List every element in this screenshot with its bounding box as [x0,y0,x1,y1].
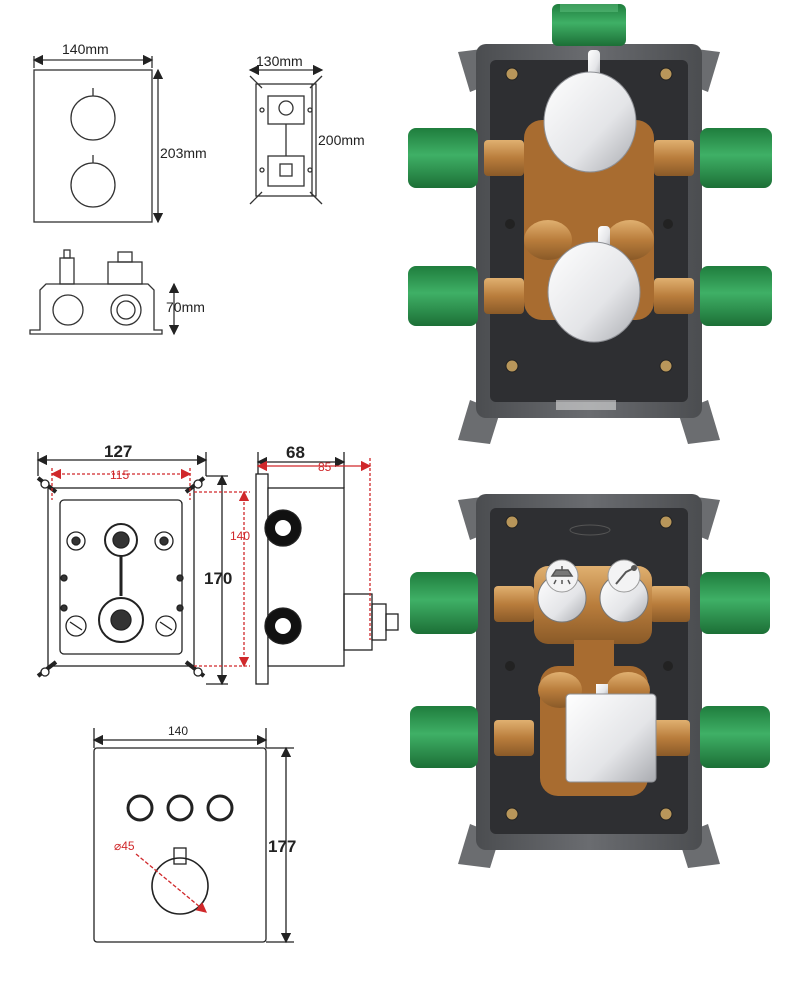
box-outer-height-label: 170 [204,569,232,588]
bottom-box-side-drawing [255,452,399,685]
top-valve-box-photo [408,4,772,444]
top-box-height-label: 200mm [318,132,365,148]
box-total-depth-label: 85 [318,460,332,474]
box-inner-height-label: 140 [230,529,250,543]
top-box-side-drawing [29,249,180,336]
box-depth-label: 68 [286,443,305,462]
top-panel-height-label: 203mm [160,145,207,161]
hand-shower-icon [615,565,637,585]
top-box-rear-drawing [248,64,324,205]
bottom-panel-drawing [92,728,294,944]
box-inner-width-label: 115 [110,468,129,482]
top-panel-drawing [32,54,164,224]
panel-width-label: 140 [168,724,188,738]
top-box-width-label: 130mm [256,53,303,69]
panel-height-label: 177 [268,837,296,856]
bottom-box-front-drawing [36,452,228,686]
inner-dim-lines [50,468,250,668]
bottom-valve-box-photo [410,494,770,868]
shower-head-icon [550,566,574,585]
top-box-depth-label: 70mm [166,299,205,315]
knob-diameter-line [135,853,208,913]
top-panel-width-label: 140mm [62,41,109,57]
knob-diameter-label: ⌀45 [114,839,135,853]
side-depth-red-line [256,458,372,640]
box-outer-width-label: 127 [104,442,132,461]
